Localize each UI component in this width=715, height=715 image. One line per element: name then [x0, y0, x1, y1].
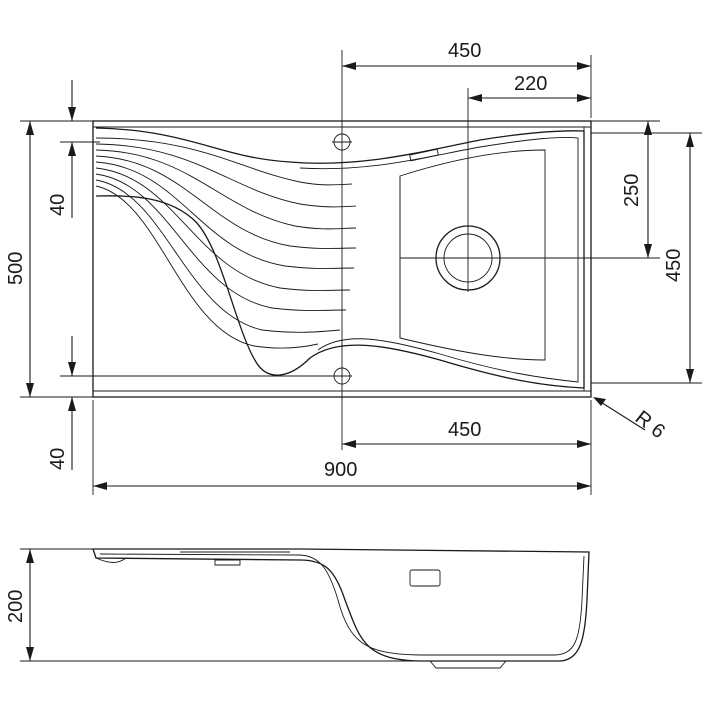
dim-top-outer: 450 [448, 40, 481, 62]
dim-corner-radius: R 6 [631, 407, 669, 443]
dim-left-overall: 500 [5, 252, 27, 285]
side-profile-outer [92, 548, 590, 662]
dim-left-bottom-offset: 40 [47, 448, 69, 470]
dim-left-top-offset: 40 [47, 194, 69, 216]
side-overflow [409, 569, 441, 587]
dim-right-outer: 450 [663, 249, 685, 282]
dim-right-inner: 250 [621, 174, 643, 207]
overflow-slot [409, 148, 439, 162]
plan-dimensions: 450 220 250 450 500 40 [5, 40, 702, 495]
dim-bottom-overall: 900 [324, 459, 357, 481]
plan-view [92, 50, 592, 450]
dim-bottom-inner: 450 [448, 419, 481, 441]
dim-side-height: 200 [5, 590, 27, 623]
side-dimensions: 200 [5, 548, 420, 662]
side-view [92, 548, 590, 669]
bowl-basin [399, 149, 546, 361]
drainboard-grooves [95, 137, 357, 349]
bowl-outline [95, 127, 585, 389]
dim-top-inner: 220 [514, 73, 547, 95]
